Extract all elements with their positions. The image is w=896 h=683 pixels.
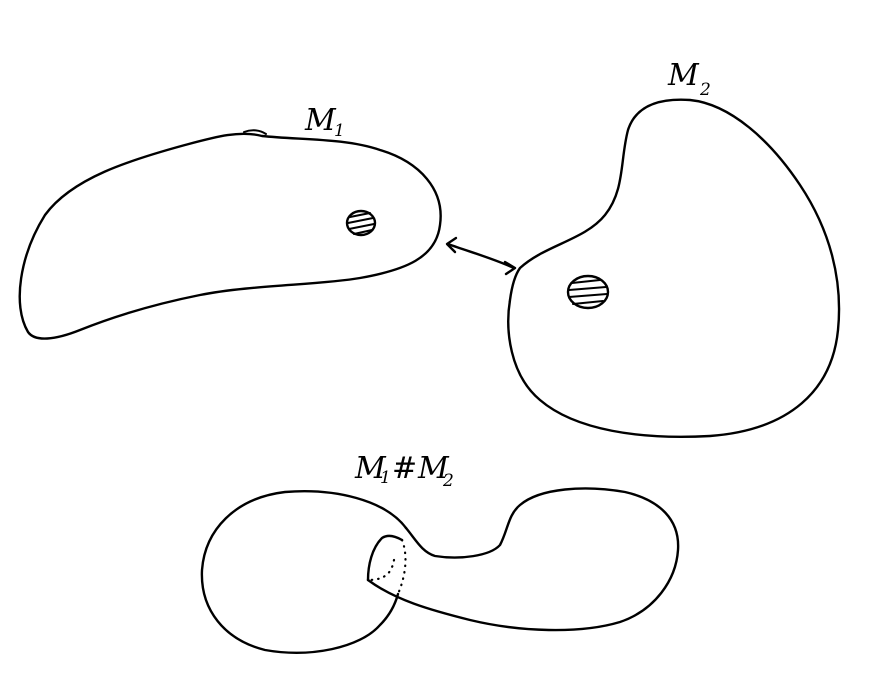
manifold-m1-bump — [243, 129, 267, 135]
svg-text:2: 2 — [699, 80, 711, 100]
label-connected-sum: M 1 # M 2 — [354, 451, 454, 491]
removed-disc-m1 — [345, 209, 377, 237]
connected-sum-neck-hidden-edge — [396, 538, 407, 596]
gluing-arrow — [445, 236, 517, 276]
connected-sum-right-lobe — [366, 487, 680, 632]
manifold-m1-outline — [18, 132, 442, 340]
svg-text:M: M — [354, 451, 387, 486]
svg-text:M: M — [417, 451, 450, 486]
svg-text:#: # — [392, 451, 417, 486]
connected-sum-shape — [200, 487, 680, 654]
manifold-m2 — [507, 98, 841, 439]
svg-text:2: 2 — [442, 471, 454, 491]
removed-disc-m2 — [566, 274, 610, 310]
connected-sum-neck-front — [366, 534, 404, 582]
svg-text:1: 1 — [334, 121, 345, 141]
connected-sum-left-lobe — [200, 490, 408, 654]
manifold-m2-outline — [507, 98, 841, 439]
manifold-m1 — [18, 129, 442, 340]
label-m2: M 2 — [667, 58, 711, 100]
connected-sum-neck-hidden-inner — [366, 558, 396, 582]
svg-text:1: 1 — [380, 468, 391, 488]
label-m1: M 1 — [304, 103, 345, 141]
svg-text:M: M — [667, 58, 700, 93]
svg-text:M: M — [304, 103, 337, 138]
